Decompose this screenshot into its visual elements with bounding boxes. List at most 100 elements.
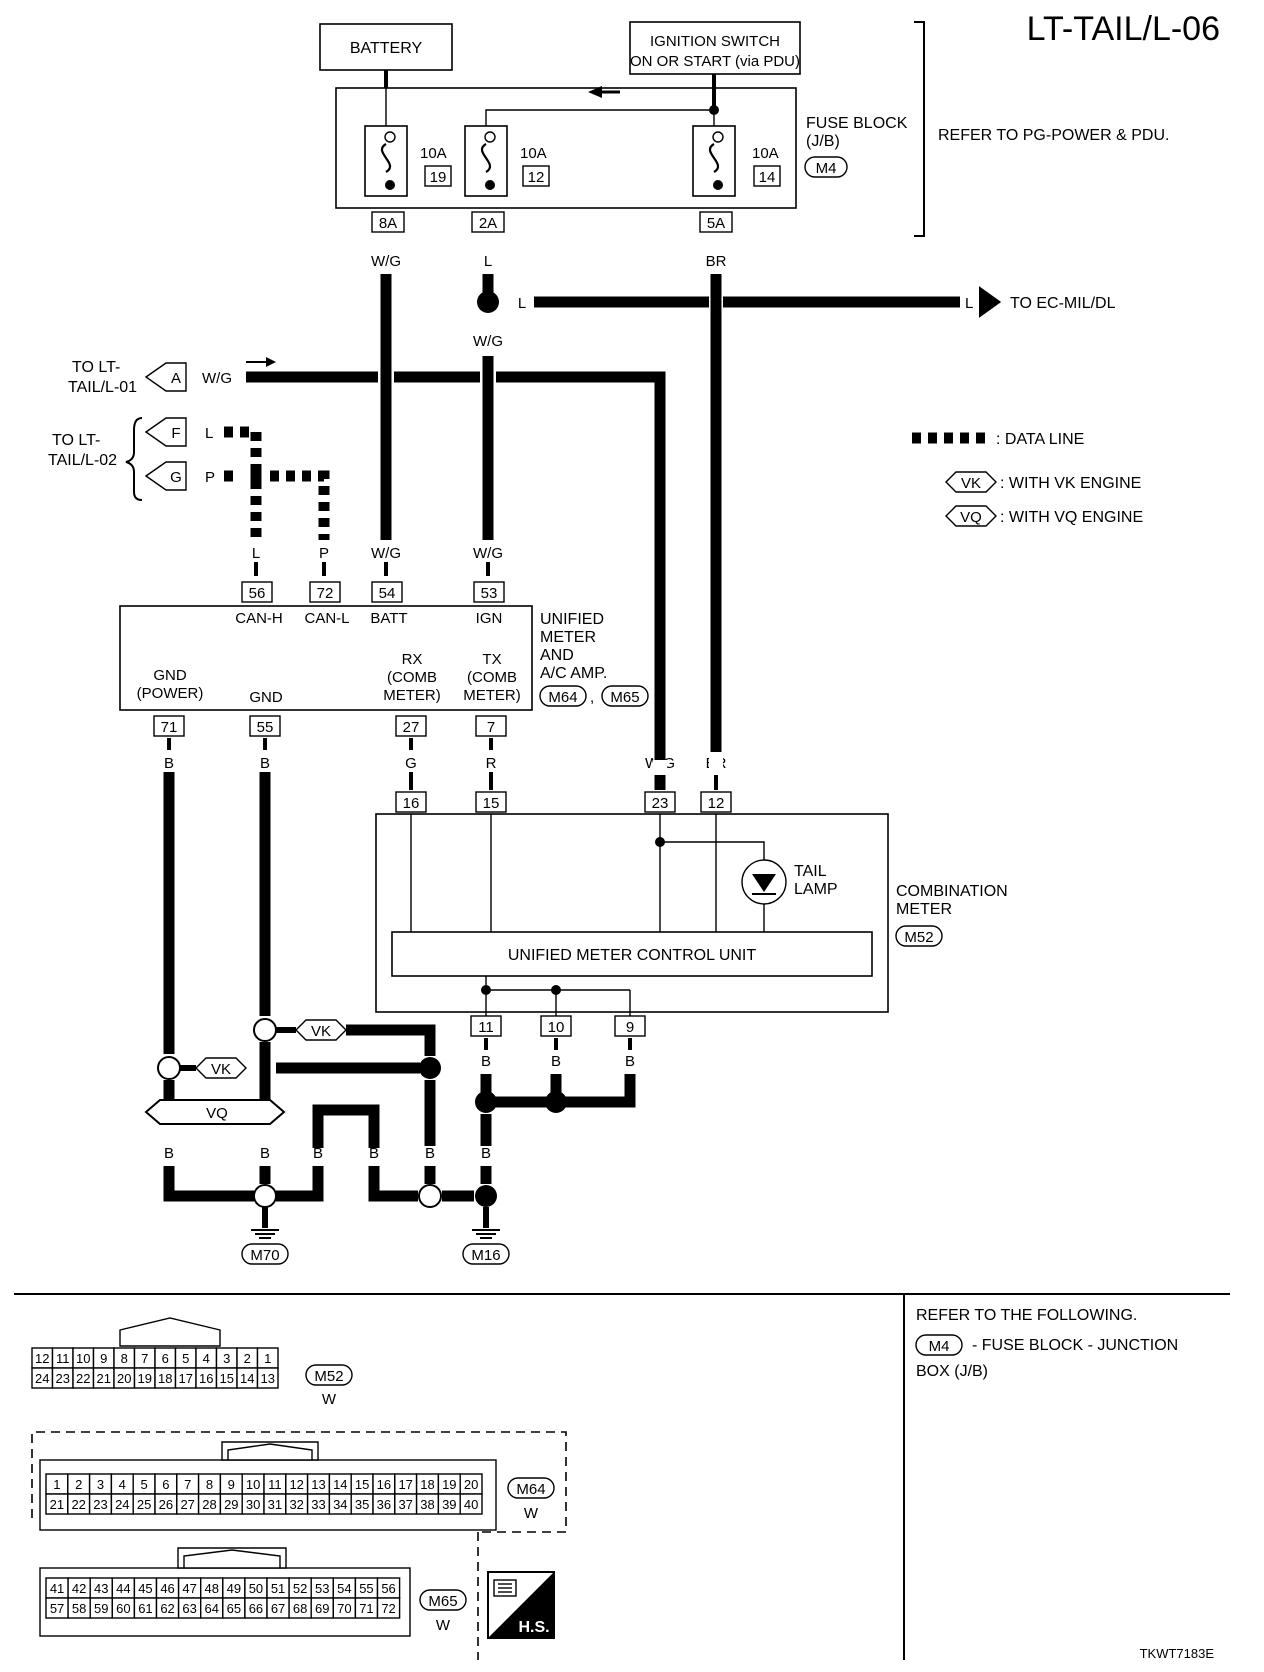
cavity-number: 70: [337, 1601, 351, 1616]
terminal-5a: 5A: [699, 211, 733, 233]
svg-text:54: 54: [379, 585, 396, 602]
svg-text:53: 53: [481, 585, 498, 602]
to-lt02-line1: TO LT-: [52, 432, 100, 449]
svg-text:M16: M16: [471, 1247, 500, 1264]
svg-text:M64: M64: [516, 1481, 545, 1498]
connector-cavity: [256, 1367, 279, 1389]
unified-meter-name-4: A/C AMP.: [540, 665, 607, 682]
wire-label: W/G: [202, 370, 232, 387]
svg-text:12: 12: [708, 795, 725, 812]
cavity-number: 20: [464, 1477, 478, 1492]
connector-tag-m64-face: M64: [507, 1477, 555, 1499]
cavity-number: 12: [289, 1477, 303, 1492]
fuse-number: 19: [430, 169, 447, 186]
cavity-number: 21: [50, 1497, 64, 1512]
cavity-number: 3: [97, 1477, 104, 1492]
cavity-number: 19: [442, 1477, 456, 1492]
fuse-amp: 10A: [420, 145, 447, 162]
cavity-number: 39: [442, 1497, 456, 1512]
cavity-number: 49: [227, 1581, 241, 1596]
cavity-number: 5: [182, 1351, 189, 1366]
pin-label-gnd-power: GND: [153, 667, 187, 684]
svg-text:56: 56: [249, 585, 266, 602]
svg-text:55: 55: [257, 719, 274, 736]
cavity-number: 5: [140, 1477, 147, 1492]
cavity-number: 58: [72, 1601, 86, 1616]
splice-dot: [545, 1091, 567, 1113]
svg-text:15: 15: [483, 795, 500, 812]
cavity-number: 27: [180, 1497, 194, 1512]
cavity-number: 37: [398, 1497, 412, 1512]
ignition-switch-box: IGNITION SWITCH ON OR START (via PDU): [629, 21, 801, 75]
cavity-number: 43: [94, 1581, 108, 1596]
terminal-2a: 2A: [471, 211, 505, 233]
cavity-number: 36: [377, 1497, 391, 1512]
unified-meter-ac-amp: 56 72 54 53 CAN-H CAN-L BATT IGN GND (PO…: [119, 581, 533, 737]
wire-label: W/G: [473, 545, 503, 562]
connector-tag-m65-face: M65: [419, 1589, 467, 1611]
fuse-amp: 10A: [752, 145, 779, 162]
svg-text:72: 72: [317, 585, 334, 602]
cavity-number: 15: [220, 1371, 234, 1386]
cavity-number: 48: [205, 1581, 219, 1596]
wire-label: L: [252, 545, 260, 562]
svg-text:M52: M52: [314, 1368, 343, 1385]
refer-pg-power: REFER TO PG-POWER & PDU.: [938, 127, 1169, 144]
to-lt01-line2: TAIL/L-01: [68, 379, 137, 396]
fuse-14: 10A 14: [692, 125, 781, 197]
refer-following-text2: BOX (J/B): [916, 1363, 988, 1380]
svg-text:7: 7: [487, 719, 495, 736]
arrow-right-icon: [266, 357, 276, 367]
wire-label: L: [484, 253, 492, 270]
svg-text:VQ: VQ: [206, 1105, 228, 1122]
ground-icon: [472, 1207, 500, 1239]
fuse-number: 12: [528, 169, 545, 186]
combination-meter-name-2: METER: [896, 901, 952, 918]
vk-tag-1: VK: [195, 1057, 247, 1079]
cavity-number: 44: [116, 1581, 130, 1596]
cavity-number: 23: [56, 1371, 70, 1386]
tail-lamp-label-1: TAIL: [794, 863, 827, 880]
hs-label: H.S.: [518, 1619, 549, 1636]
refer-following-text1: - FUSE BLOCK - JUNCTION: [972, 1337, 1178, 1354]
svg-text:16: 16: [403, 795, 420, 812]
pin-12: 12: [700, 791, 732, 813]
cavity-number: 4: [203, 1351, 210, 1366]
cavity-number: 30: [246, 1497, 260, 1512]
wire-label: W/G: [371, 253, 401, 270]
cavity-number: 11: [268, 1477, 282, 1492]
pin-label-can-h: CAN-H: [235, 610, 283, 627]
cavity-number: 66: [249, 1601, 263, 1616]
cavity-number: 6: [162, 1477, 169, 1492]
ground-tag-m70: M70: [241, 1243, 289, 1265]
cavity-number: 25: [137, 1497, 151, 1512]
unified-meter-name-1: UNIFIED: [540, 611, 604, 628]
cavity-number: 2: [244, 1351, 251, 1366]
pin-72: 72: [309, 581, 341, 603]
wire-label: B: [164, 755, 174, 772]
cavity-number: 31: [268, 1497, 282, 1512]
svg-text:27: 27: [403, 719, 420, 736]
svg-text:M65: M65: [610, 689, 639, 706]
cavity-number: 68: [293, 1601, 307, 1616]
cavity-number: 55: [359, 1581, 373, 1596]
svg-text:M52: M52: [904, 929, 933, 946]
wire-label: L: [518, 295, 526, 312]
cavity-number: 16: [199, 1371, 213, 1386]
cavity-number: 21: [97, 1371, 111, 1386]
cavity-number: 71: [359, 1601, 373, 1616]
cavity-number: 45: [138, 1581, 152, 1596]
cavity-number: 62: [160, 1601, 174, 1616]
vk-tag-2: VK: [295, 1019, 347, 1041]
cavity-number: 18: [420, 1477, 434, 1492]
splice-dot: [475, 1091, 497, 1113]
cavity-number: 63: [182, 1601, 196, 1616]
pin-55: 55: [249, 715, 281, 737]
data-line-can-l-2: [270, 470, 330, 540]
pin-label-gnd: GND: [249, 689, 283, 706]
cavity-number: 17: [398, 1477, 412, 1492]
arrow-left-icon: [588, 86, 602, 98]
svg-text:M4: M4: [816, 160, 837, 177]
cavity-number: 7: [141, 1351, 148, 1366]
